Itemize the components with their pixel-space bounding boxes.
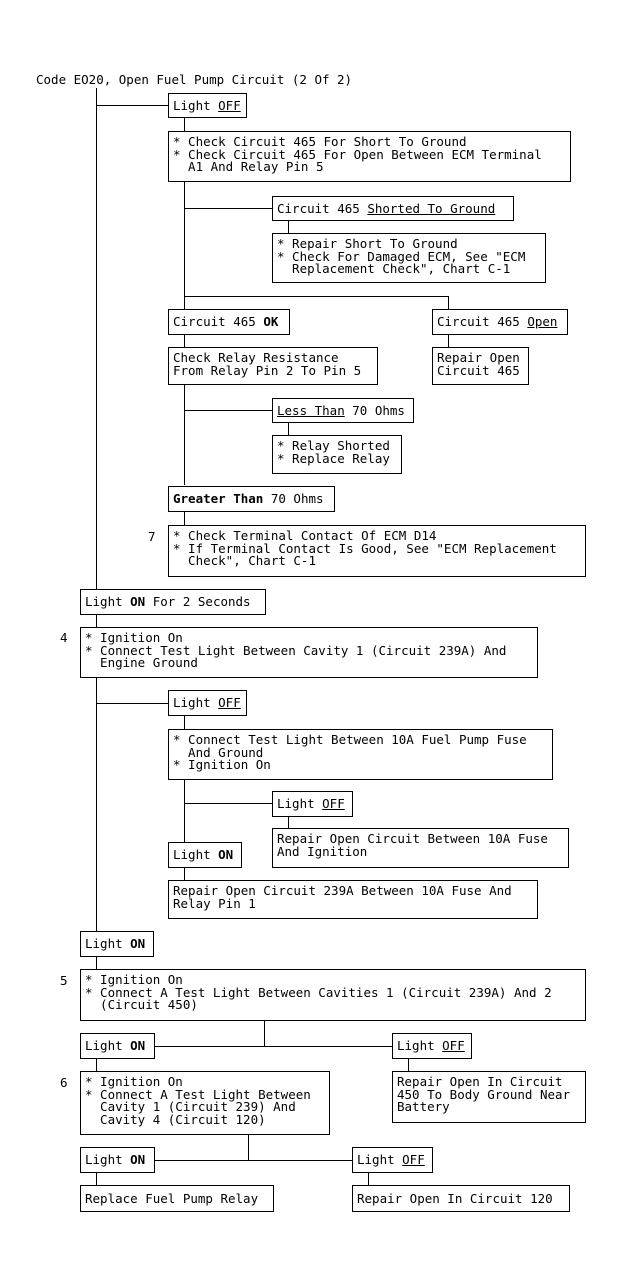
chart-title: Code EO20, Open Fuel Pump Circuit (2 Of … [36,72,353,87]
step-number-5: 5 [60,973,68,988]
node-less-than-70: Less Than 70 Ohms [272,398,414,423]
node-replace-fuel-pump-relay: Replace Fuel Pump Relay [80,1185,274,1212]
step-number-7: 7 [148,529,156,544]
node-ignition-test-light-cavity1: * Ignition On * Connect Test Light Betwe… [80,627,538,678]
node-test-fuse-ground: * Connect Test Light Between 10A Fuel Pu… [168,729,553,780]
node-light-on-1: Light ON [168,842,242,868]
node-repair-fuse-ignition: Repair Open Circuit Between 10A Fuse And… [272,828,569,868]
node-light-on-2: Light ON [80,931,154,957]
step-number-4: 4 [60,630,68,645]
node-circuit-465-open: Circuit 465 Open [432,309,568,335]
node-light-on-4: Light ON [80,1147,155,1173]
step-number-6: 6 [60,1075,68,1090]
node-circuit-465-ok: Circuit 465 OK [168,309,290,335]
node-light-on-3: Light ON [80,1033,155,1059]
node-check-circuit-465: * Check Circuit 465 For Short To Ground … [168,131,571,182]
node-light-on-2-seconds: Light ON For 2 Seconds [80,589,266,615]
node-circuit-465-shorted: Circuit 465 Shorted To Ground [272,196,514,221]
node-light-off-4: Light OFF [392,1033,472,1059]
node-repair-open-465: Repair Open Circuit 465 [432,347,529,385]
node-repair-short: * Repair Short To Ground * Check For Dam… [272,233,546,283]
node-relay-shorted: * Relay Shorted * Replace Relay [272,435,402,474]
node-repair-239a: Repair Open Circuit 239A Between 10A Fus… [168,880,538,919]
node-greater-than-70: Greater Than 70 Ohms [168,486,335,512]
node-light-off-5: Light OFF [352,1147,433,1173]
node-light-off-3: Light OFF [272,791,353,817]
node-test-cavities-1-4: * Ignition On * Connect A Test Light Bet… [80,1071,330,1135]
node-check-relay-resistance: Check Relay Resistance From Relay Pin 2 … [168,347,378,385]
node-repair-120: Repair Open In Circuit 120 [352,1185,570,1212]
node-test-cavities-1-2: * Ignition On * Connect A Test Light Bet… [80,969,586,1021]
node-check-terminal-contact: * Check Terminal Contact Of ECM D14 * If… [168,525,586,577]
node-light-off-1: Light OFF [168,93,247,118]
node-light-off-2: Light OFF [168,690,247,716]
node-repair-450: Repair Open In Circuit 450 To Body Groun… [392,1071,586,1123]
